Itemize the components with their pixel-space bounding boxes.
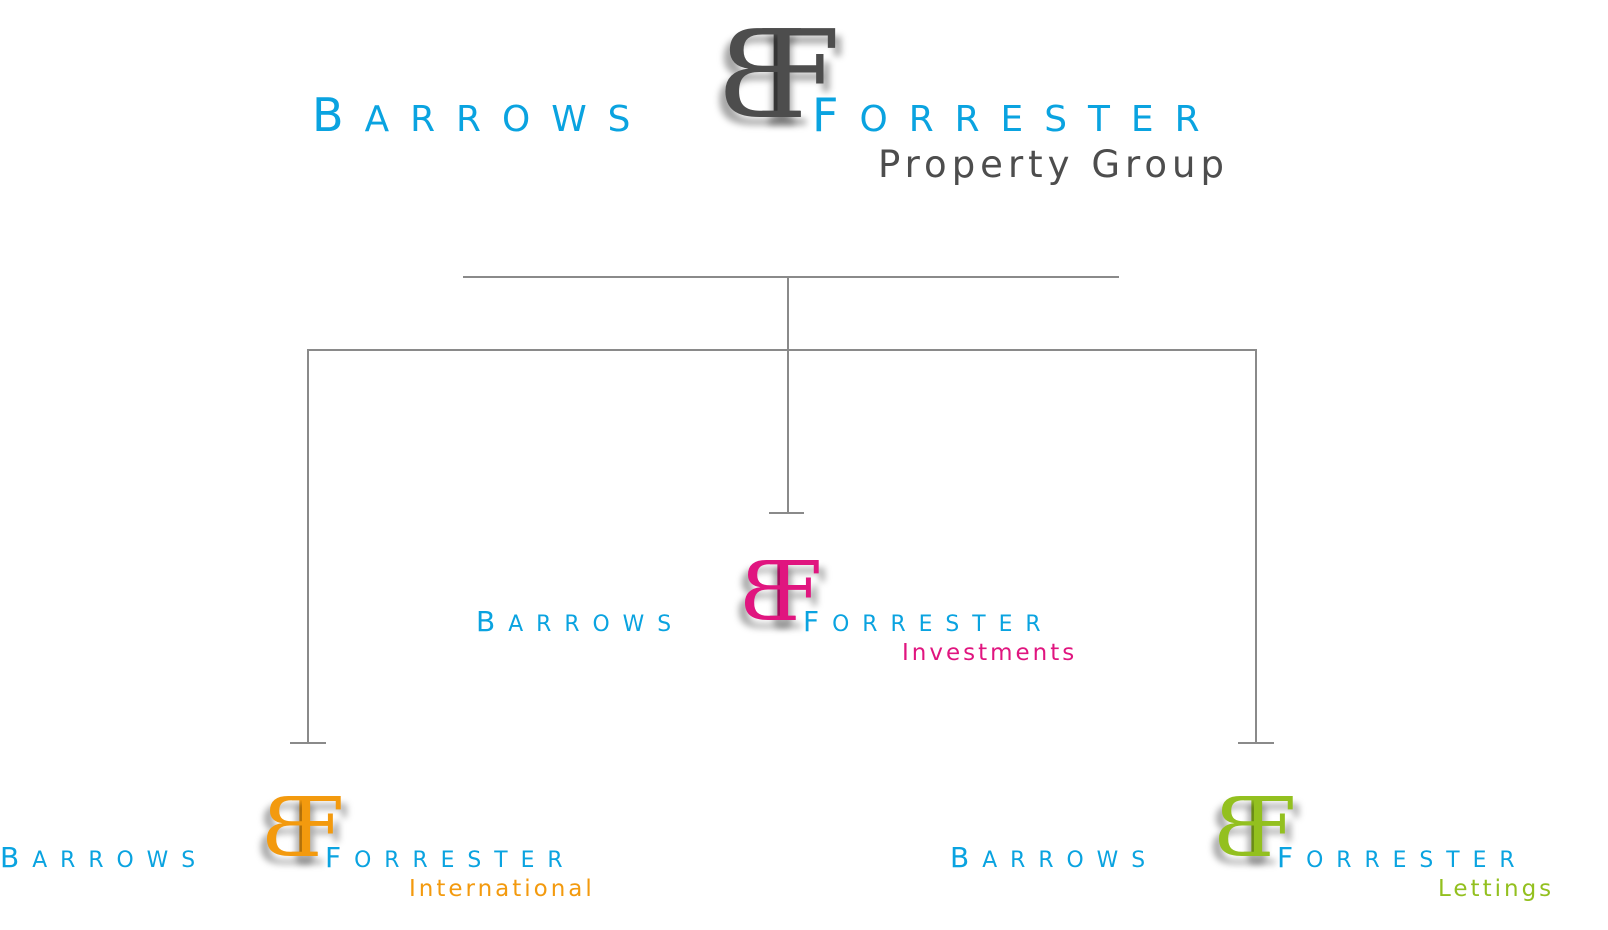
parent-subtitle: Property Group xyxy=(878,143,1229,186)
investments-monogram-f: F xyxy=(765,545,823,640)
international-monogram-f: F xyxy=(287,781,345,876)
investments-right-word: Forrester xyxy=(803,605,1054,638)
lettings-monogram: BF xyxy=(1214,781,1296,876)
lettings-right-word: Forrester xyxy=(1277,841,1528,874)
parent-right-word: Forrester xyxy=(812,88,1221,142)
connector-left-cap xyxy=(290,742,326,744)
connector-left-vertical xyxy=(307,349,309,743)
parent-monogram: BF xyxy=(718,4,840,146)
international-subtitle: International xyxy=(409,876,595,902)
parent-left-word: Barrows xyxy=(312,88,652,142)
parent-monogram-f: F xyxy=(755,4,841,146)
connector-right-vertical xyxy=(1255,349,1257,743)
lettings-monogram-f: F xyxy=(1239,781,1297,876)
lettings-subtitle: Lettings xyxy=(1438,876,1555,902)
connector-right-cap xyxy=(1238,742,1274,744)
international-left-word: Barrows xyxy=(0,841,209,874)
connector-top-bar xyxy=(463,276,1119,278)
investments-monogram: BF xyxy=(740,545,822,640)
parent-monogram-b: B xyxy=(718,4,808,146)
international-right-word: Forrester xyxy=(325,841,576,874)
investments-monogram-b: B xyxy=(740,545,801,640)
lettings-monogram-b: B xyxy=(1214,781,1275,876)
international-monogram: BF xyxy=(262,781,344,876)
investments-left-word: Barrows xyxy=(476,605,685,638)
connector-center-vertical xyxy=(787,277,789,513)
connector-branch-bar xyxy=(307,349,1257,351)
connector-center-cap xyxy=(769,512,804,514)
investments-subtitle: Investments xyxy=(902,640,1078,666)
lettings-left-word: Barrows xyxy=(950,841,1159,874)
international-monogram-b: B xyxy=(262,781,323,876)
